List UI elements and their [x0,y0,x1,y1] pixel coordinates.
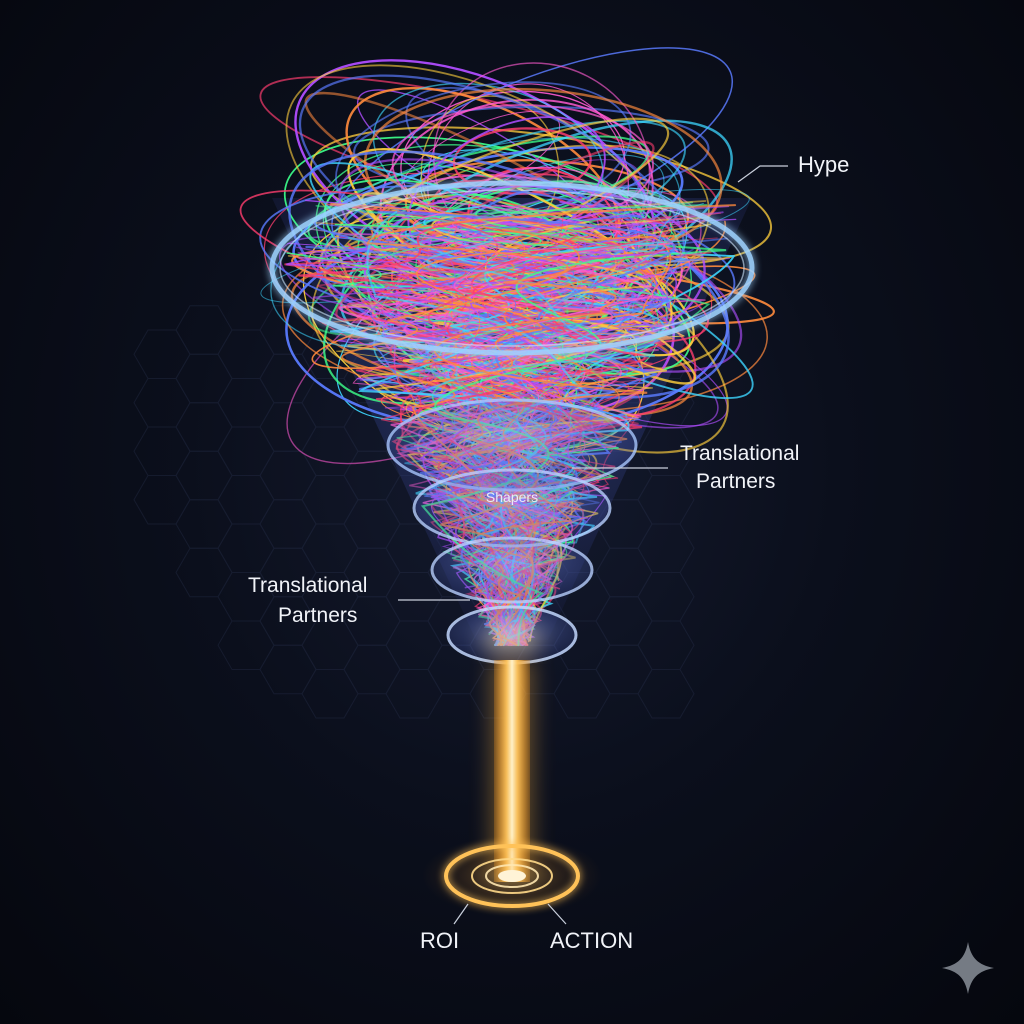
hexagon-cell [385,669,443,719]
hexagon-cell [301,475,359,525]
hexagon-cell [301,426,359,476]
hexagon-cell [343,644,401,695]
hype-label: Hype [798,152,849,177]
thread-loop [363,184,706,359]
hexagon-cell [595,596,653,646]
hexagon-cell [217,475,275,525]
hexagon-cell [175,305,233,355]
hexagon-cell [343,499,401,549]
hexagon-cell [637,620,695,670]
hexagon-cell [175,499,233,549]
hexagon-cell [385,620,443,670]
hexagon-cell [259,353,317,404]
action-leader-line [547,903,567,925]
hexagon-cell [217,572,275,622]
shapers-label: Shapers [486,489,538,505]
hexagon-cell [343,450,401,501]
translational-upper-label: Translational [680,442,799,465]
hexagon-cell [595,547,653,598]
translational-lower-label-line2: Partners [278,604,357,627]
hexagon-cell [259,305,317,355]
hexagon-cell [637,669,695,719]
hexagon-cell [133,378,191,428]
hexagon-cell [259,596,317,646]
hexagon-cell [301,378,359,428]
hexagon-cell [553,669,611,719]
action-label: ACTION [550,928,633,953]
hexagon-cell [217,620,275,670]
hexagon-cell [595,644,653,695]
hexagon-cell [217,378,275,428]
funnel-rings [386,398,638,665]
hexagon-cell [301,572,359,622]
hexagon-cell [343,596,401,646]
hexagon-cell [217,426,275,476]
action-base-rings [422,836,602,916]
hexagon-cell [259,450,317,501]
hexagon-cell [259,499,317,549]
hexagon-cell [133,329,191,379]
sparkle-icon [942,942,994,994]
hexagon-cell [637,572,695,622]
hexagon-cell [259,402,317,452]
hexagon-cell [217,329,275,379]
hexagon-cell [133,475,191,525]
translational-upper-label-line2: Partners [696,470,775,493]
hexagon-cell [133,426,191,476]
hexagon-cell [301,669,359,719]
funnel-top-rim-inner [279,189,745,347]
hexagon-cell [217,523,275,573]
funnel-ring-2 [412,468,612,548]
funnel-neck-glow [482,628,542,652]
hexagon-cell [259,547,317,598]
hexagon-cell [175,547,233,598]
hexagon-cell [637,523,695,573]
funnel-top-rim [269,180,755,356]
hexagon-cell [175,450,233,501]
hexagon-cell [301,523,359,573]
funnel-ring-3 [430,536,594,604]
hexagon-cell [175,353,233,404]
hexagon-cell [385,572,443,622]
hexagon-cell [343,547,401,598]
roi-label: ROI [420,928,459,953]
translational-lower-label: Translational [248,574,367,597]
hexagon-cell [175,402,233,452]
hexagon-cell [301,620,359,670]
hexagon-cell [259,644,317,695]
hype-leader-line [737,165,788,183]
roi-leader-line [453,903,469,925]
hexagon-cell [637,475,695,525]
thread-loop [331,47,734,260]
